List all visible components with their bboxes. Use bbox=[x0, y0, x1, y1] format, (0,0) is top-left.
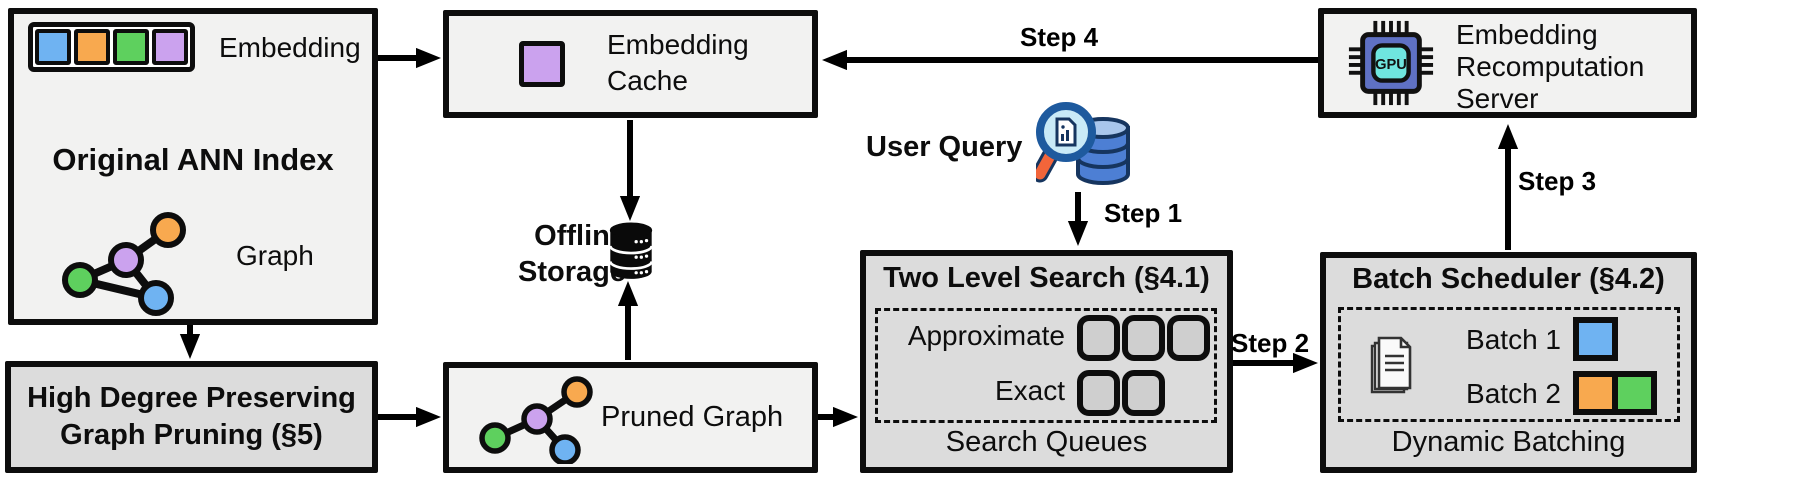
graph-pruning-box: High Degree Preserving Graph Pruning (§5… bbox=[5, 361, 378, 473]
embedding-label: Embedding bbox=[219, 32, 361, 63]
exact-queue-label: Exact bbox=[994, 375, 1065, 406]
embedding-cell-orange bbox=[74, 29, 110, 65]
cached-embedding-icon bbox=[519, 41, 565, 87]
batch-1-label: Batch 1 bbox=[1466, 324, 1561, 355]
graph-pruning-title: High Degree Preserving Graph Pruning (§5… bbox=[27, 382, 356, 451]
embedding-cell-green bbox=[113, 29, 149, 65]
original-ann-index-box: Embedding Original ANN Index Graph bbox=[8, 8, 378, 325]
graph-label: Graph bbox=[236, 240, 314, 271]
user-query-icon bbox=[1036, 102, 1130, 185]
queue-slot-icon bbox=[1122, 315, 1165, 361]
gpu-chip-icon: GPU bbox=[1348, 20, 1434, 106]
queue-slot-icon bbox=[1122, 370, 1165, 416]
search-queues-panel: Approximate Exact bbox=[875, 308, 1217, 423]
batch-2-icons bbox=[1573, 371, 1657, 415]
step-3-label: Step 3 bbox=[1518, 166, 1597, 196]
dynamic-batching-caption: Dynamic Batching bbox=[1391, 426, 1626, 458]
dynamic-batching-panel: Batch 1 Batch 2 bbox=[1338, 307, 1680, 422]
two-level-search-title: Two Level Search (§4.1) bbox=[883, 262, 1210, 294]
pruned-graph-icon bbox=[479, 376, 593, 464]
recomputation-server-label: Embedding Recomputation Server bbox=[1456, 19, 1645, 114]
batch-scheduler-title: Batch Scheduler (§4.2) bbox=[1352, 263, 1665, 295]
approximate-queue-icons bbox=[1077, 315, 1210, 361]
embedding-cell-blue bbox=[35, 29, 71, 65]
ann-graph-icon bbox=[62, 212, 186, 316]
queue-slot-icon bbox=[1077, 370, 1120, 416]
embedding-cell-purple bbox=[152, 29, 188, 65]
step-1-label: Step 1 bbox=[1104, 198, 1183, 228]
queue-slot-icon bbox=[1077, 315, 1120, 361]
original-ann-index-title: Original ANN Index bbox=[52, 142, 334, 177]
batch-1-icons bbox=[1573, 317, 1618, 361]
approximate-queue-label: Approximate bbox=[907, 320, 1065, 351]
embedding-cache-box: Embedding Cache bbox=[443, 10, 818, 118]
pruned-graph-box: Pruned Graph bbox=[443, 362, 818, 473]
embedding-vector-icon bbox=[28, 22, 195, 72]
two-level-search-box: Two Level Search (§4.1) Approximate Exac… bbox=[860, 250, 1233, 473]
offline-storage-label: Offline Storage bbox=[518, 220, 626, 288]
step-4-label: Step 4 bbox=[1020, 22, 1099, 52]
user-query-label: User Query bbox=[866, 131, 1023, 163]
exact-queue-icons bbox=[1077, 370, 1165, 416]
documents-icon bbox=[1370, 336, 1412, 394]
step-2-label: Step 2 bbox=[1231, 328, 1310, 358]
recomputation-server-box: GPU Embedding Recomputation Server bbox=[1318, 8, 1697, 118]
queue-slot-icon bbox=[1167, 315, 1210, 361]
gpu-chip-label: GPU bbox=[1375, 57, 1407, 73]
batch-2-label: Batch 2 bbox=[1466, 378, 1561, 409]
batch-cell-blue bbox=[1573, 317, 1618, 361]
search-queues-caption: Search Queues bbox=[945, 426, 1148, 458]
batch-scheduler-box: Batch Scheduler (§4.2) Batch 1 Batch 2 bbox=[1320, 252, 1697, 473]
batch-cell-green bbox=[1612, 371, 1657, 415]
offline-storage-database-icon bbox=[608, 222, 654, 279]
embedding-cache-label: Embedding Cache bbox=[607, 29, 749, 96]
pruned-graph-label: Pruned Graph bbox=[601, 401, 784, 433]
